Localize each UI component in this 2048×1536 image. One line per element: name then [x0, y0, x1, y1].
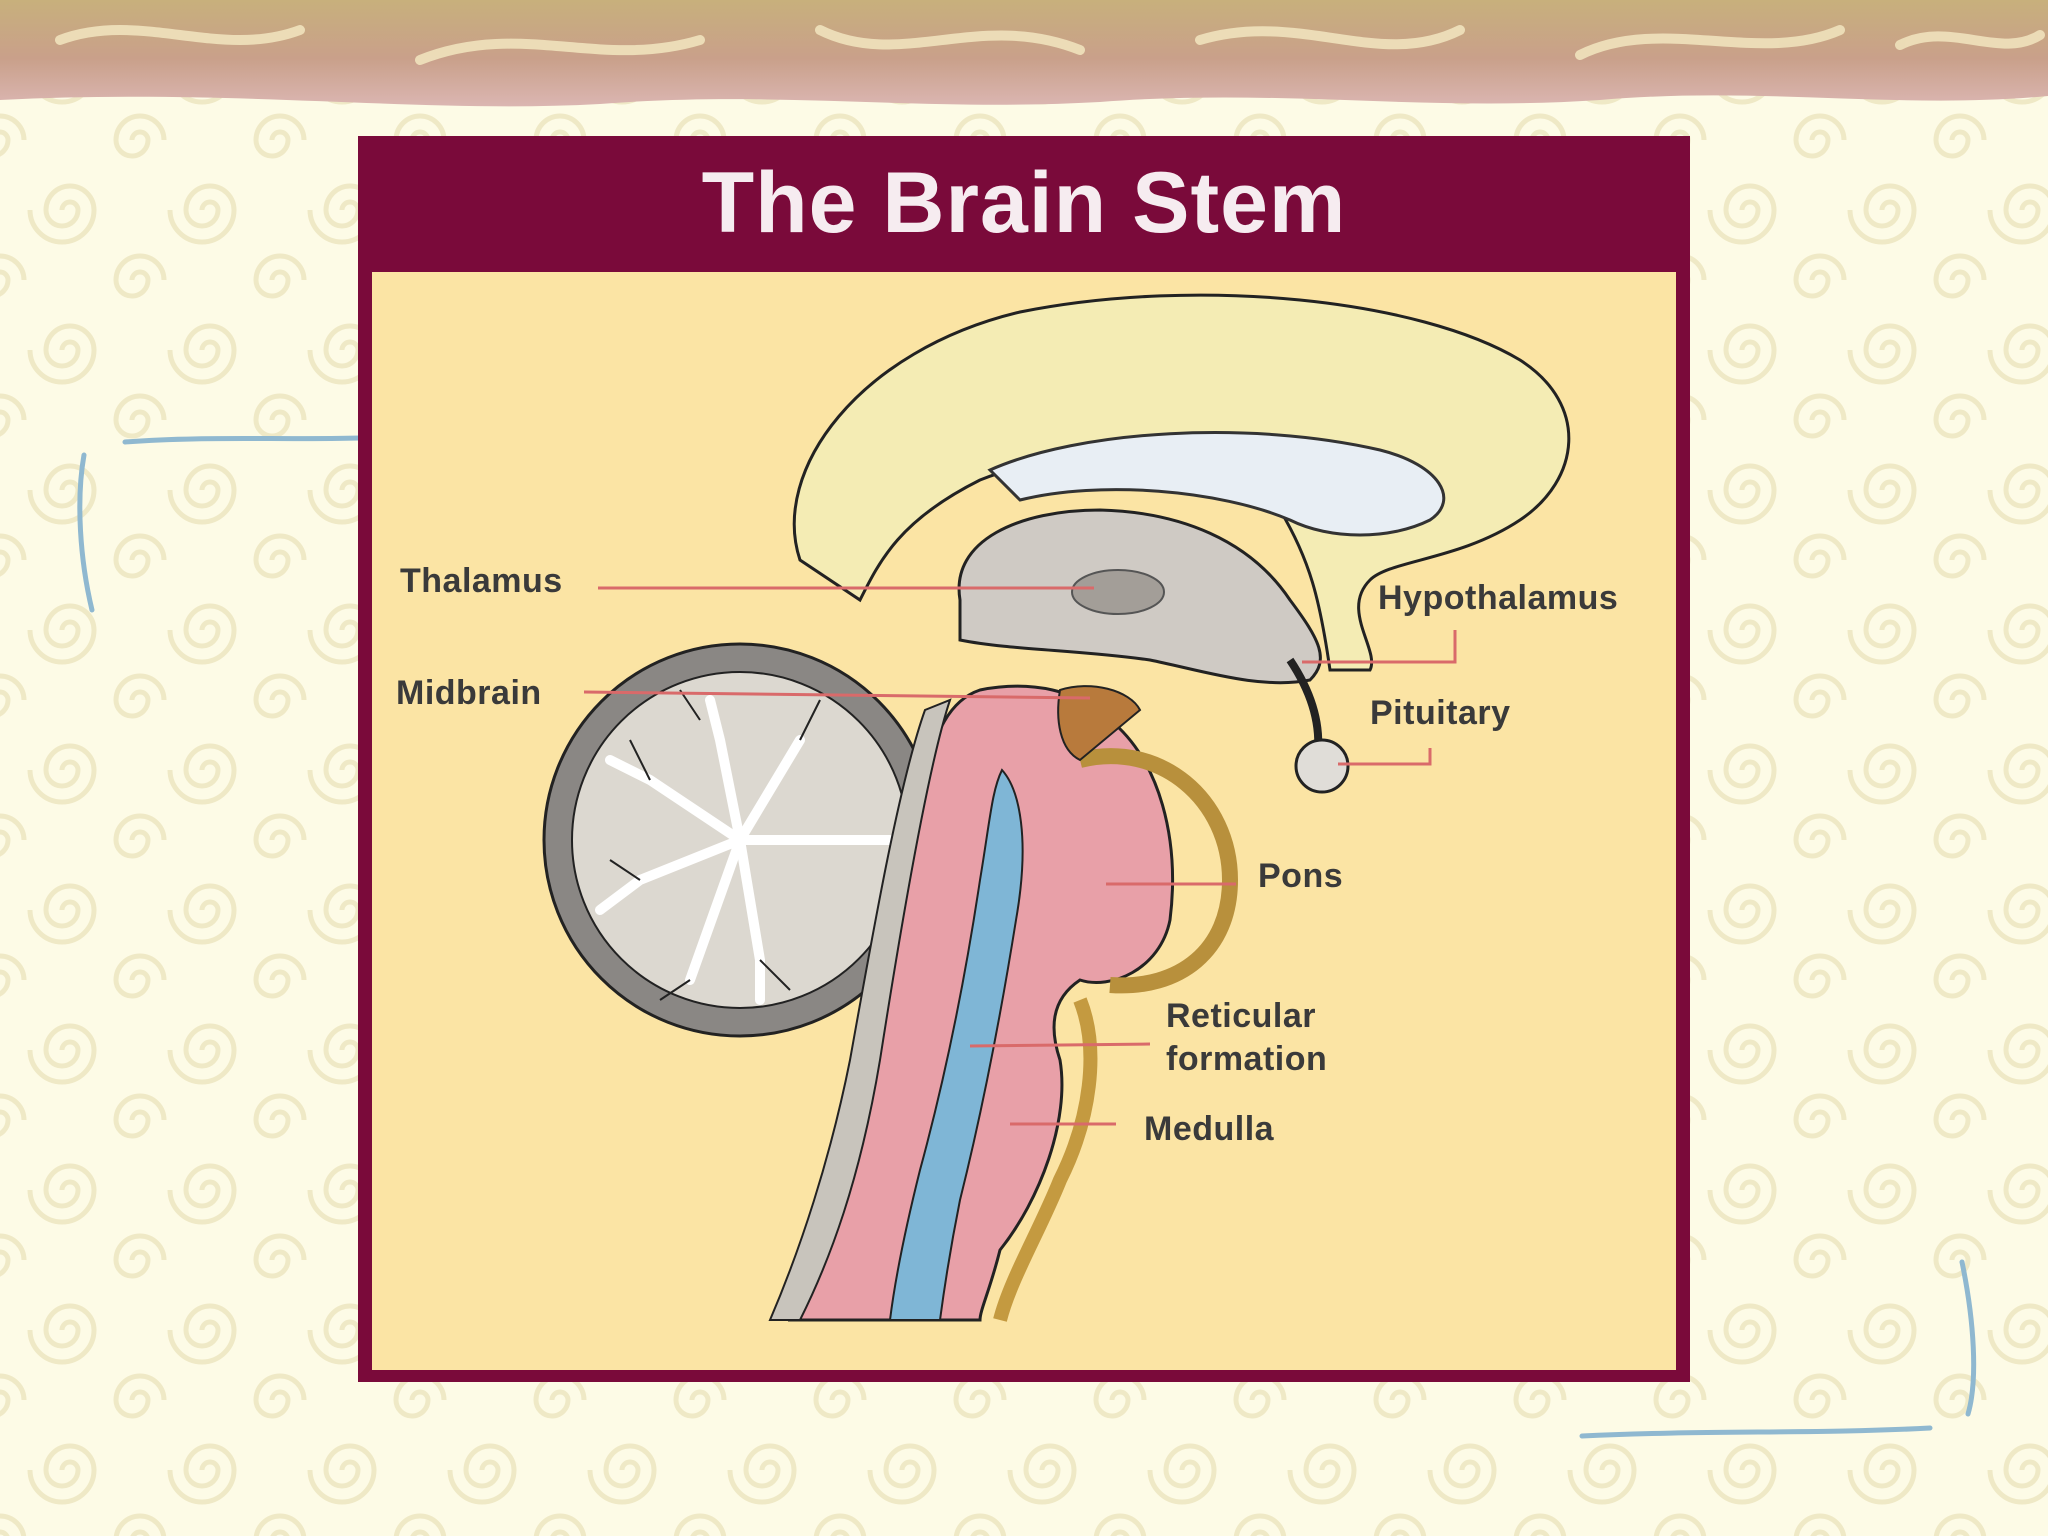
leader-pituitary	[1338, 748, 1432, 766]
label-medulla: Medulla	[1144, 1110, 1275, 1148]
label-pons: Pons	[1258, 857, 1344, 895]
midbrain-tectum	[1057, 685, 1142, 762]
pons-outline	[1078, 748, 1239, 994]
lateral-ventricle	[987, 431, 1446, 537]
label-reticular-line1: Reticular	[1166, 997, 1316, 1035]
thalamus-nucleus	[1071, 569, 1165, 615]
label-reticular-line2: formation	[1166, 1040, 1328, 1078]
label-hypothalamus: Hypothalamus	[1378, 579, 1619, 617]
pituitary-gland	[1294, 738, 1350, 794]
label-thalamus: Thalamus	[400, 562, 563, 600]
leader-reticular	[969, 1042, 1151, 1048]
medulla-outline	[993, 997, 1098, 1322]
leader-midbrain	[583, 690, 1091, 700]
posterior-tract	[768, 698, 952, 1321]
central-canal	[888, 768, 1024, 1321]
leader-hypothalamus	[1302, 630, 1457, 664]
diagram-title: The Brain Stem	[701, 154, 1347, 251]
label-midbrain: Midbrain	[396, 674, 542, 712]
leader-lines	[583, 586, 1457, 1126]
label-pituitary: Pituitary	[1370, 694, 1511, 732]
